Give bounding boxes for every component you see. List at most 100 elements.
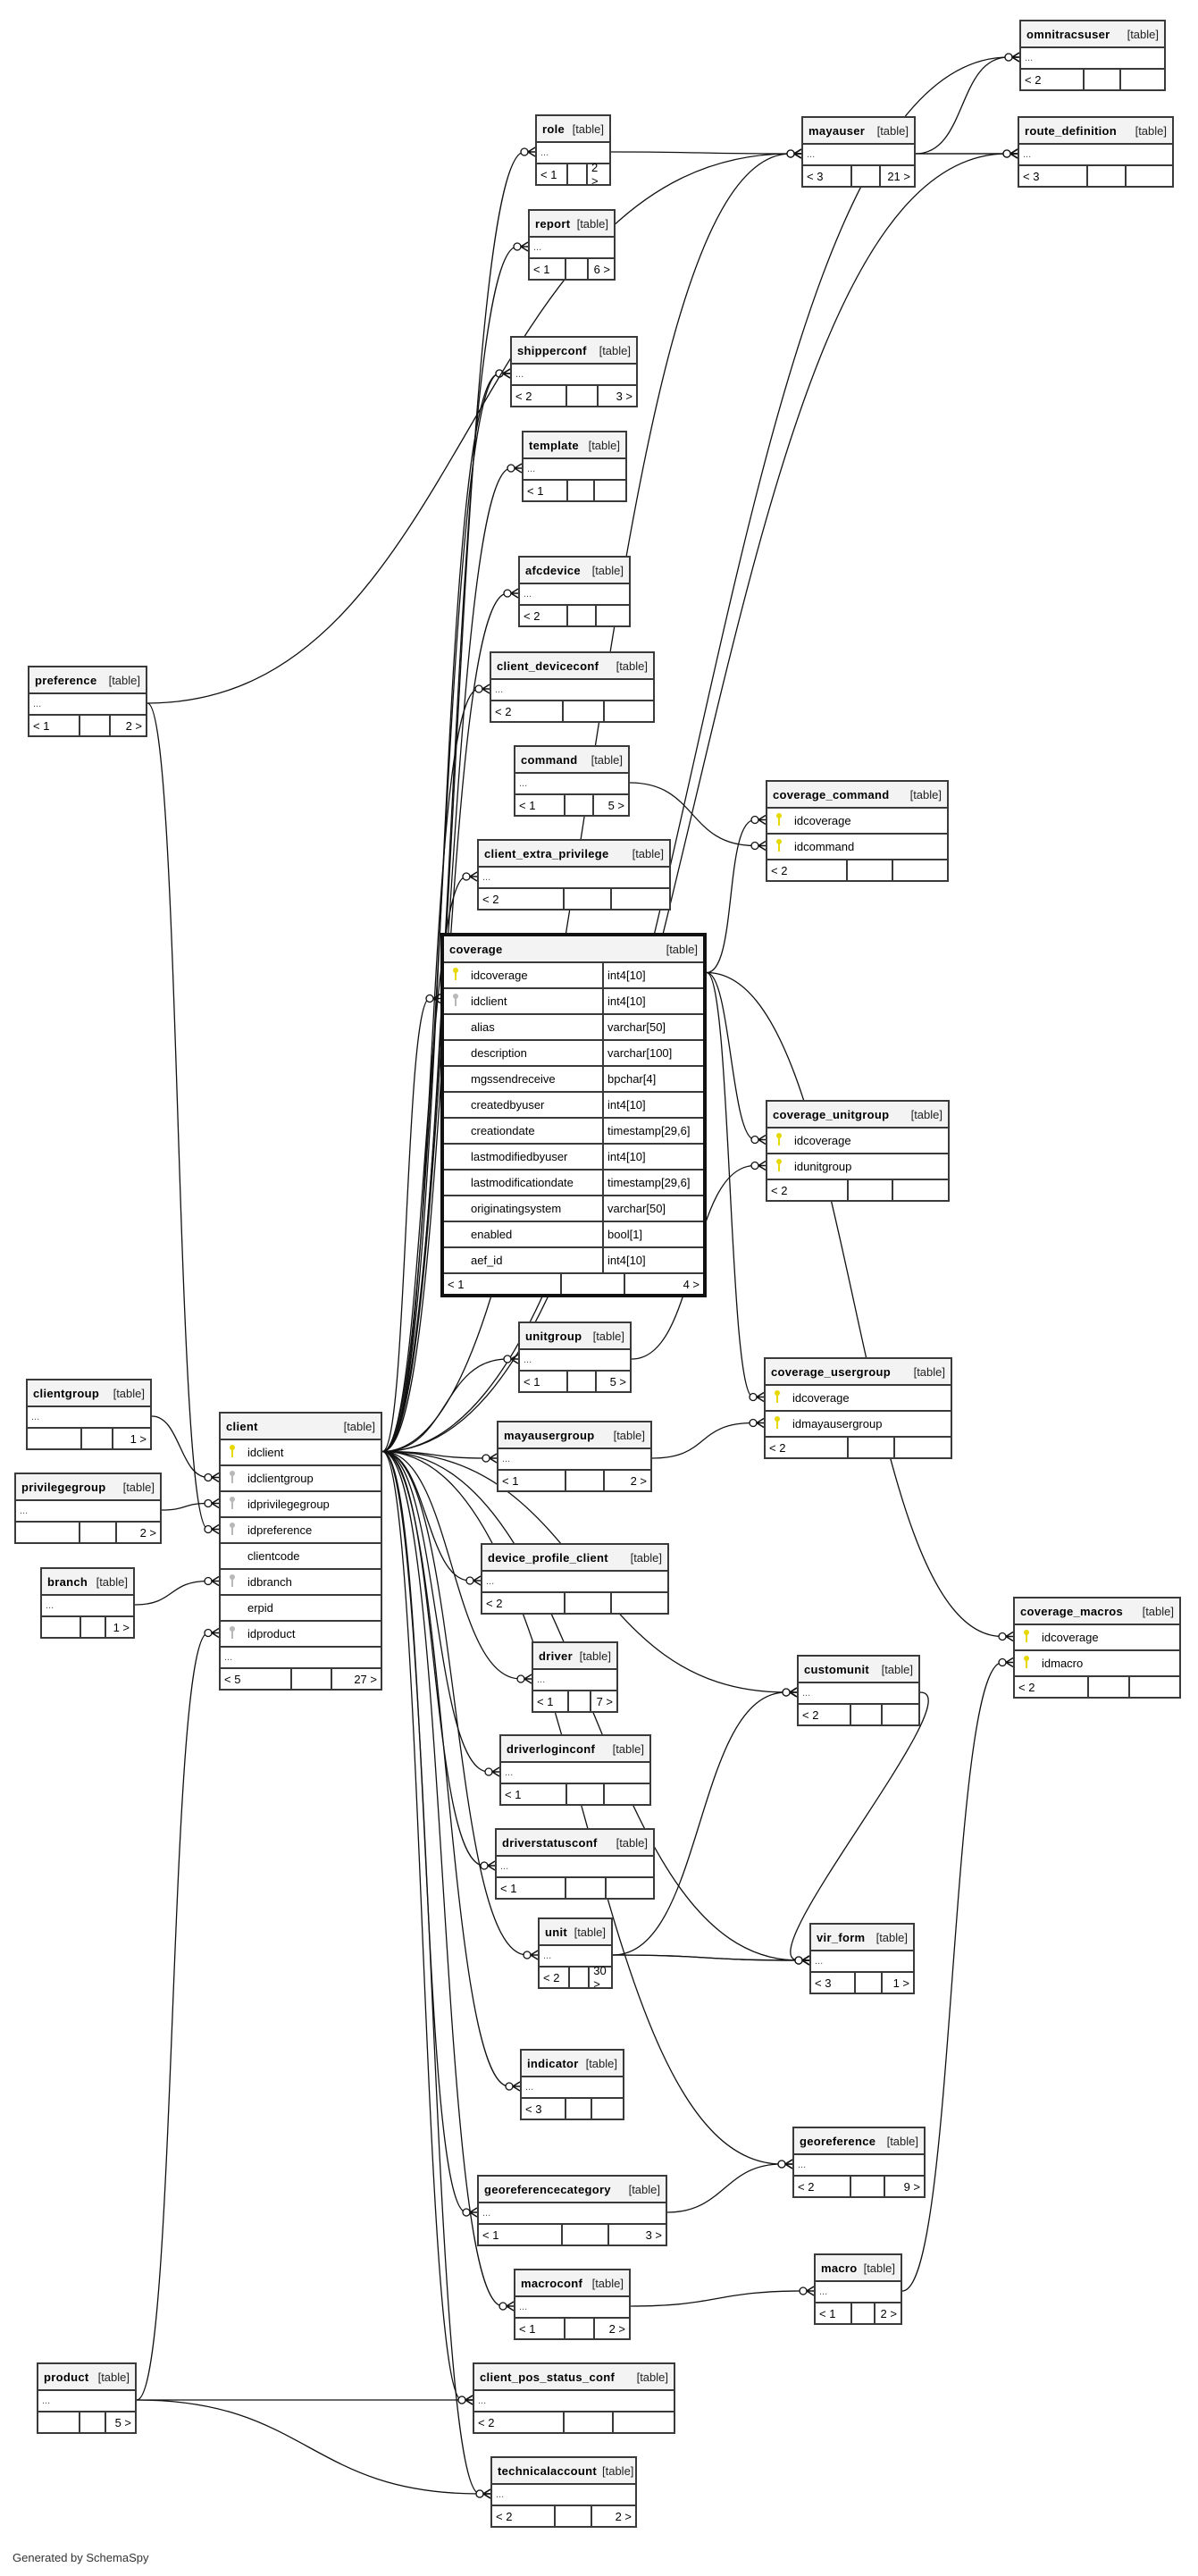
table-device-profile-client[interactable]: device_profile_client[table]...< 2 (481, 1543, 669, 1615)
parents-link[interactable]: < 3 (807, 169, 824, 183)
table-header[interactable]: driverstatusconf[table] (497, 1830, 653, 1857)
children-link[interactable]: 2 > (114, 1523, 160, 1542)
table-header[interactable]: unit[table] (540, 1919, 611, 1946)
table-name[interactable]: clientgroup (33, 1386, 100, 1400)
parents-link[interactable]: < 1 (527, 483, 544, 498)
table-name[interactable]: macro (821, 2261, 858, 2275)
parents-link[interactable]: < 1 (505, 1787, 522, 1801)
parents-link[interactable]: < 1 (537, 1694, 554, 1708)
table-name[interactable]: report (535, 216, 571, 231)
children-link[interactable]: 2 > (873, 2303, 901, 2323)
children-link[interactable] (880, 1705, 918, 1724)
table-name[interactable]: product (44, 2370, 89, 2384)
children-link[interactable] (593, 481, 625, 500)
table-name[interactable]: mayausergroup (504, 1428, 595, 1442)
table-name[interactable]: driverloginconf (507, 1741, 596, 1756)
parents-link[interactable] (28, 1429, 80, 1448)
table-client-extra-privilege[interactable]: client_extra_privilege[table]...< 2 (477, 839, 671, 910)
column-row[interactable]: idunitgroup (767, 1154, 948, 1180)
table-header[interactable]: template[table] (524, 432, 625, 459)
column-row[interactable]: idcommand (767, 835, 947, 860)
table-header[interactable]: driver[table] (533, 1643, 616, 1670)
table-header[interactable]: coverage_unitgroup[table] (767, 1102, 948, 1129)
parents-link[interactable]: < 1 (519, 2321, 536, 2336)
table-header[interactable]: client[table] (221, 1414, 381, 1440)
children-link[interactable] (603, 1784, 649, 1804)
table-branch[interactable]: branch[table]...1 > (40, 1567, 135, 1639)
children-link[interactable] (609, 1593, 667, 1613)
table-client-pos-status-conf[interactable]: client_pos_status_conf[table]...< 2 (473, 2362, 675, 2434)
table-driverloginconf[interactable]: driverloginconf[table]...< 1 (499, 1734, 651, 1806)
table-name[interactable]: omnitracsuser (1026, 27, 1110, 41)
children-link[interactable]: 2 > (591, 2506, 635, 2526)
table-name[interactable]: technicalaccount (498, 2463, 597, 2478)
children-link[interactable]: 1 > (104, 1617, 133, 1637)
parents-link[interactable]: < 1 (448, 1277, 465, 1291)
children-link[interactable]: 2 > (585, 161, 609, 188)
children-link[interactable]: 27 > (331, 1669, 381, 1689)
table-header[interactable]: device_profile_client[table] (482, 1545, 667, 1572)
table-name[interactable]: vir_form (817, 1930, 866, 1944)
table-header[interactable]: vir_form[table] (811, 1925, 913, 1951)
children-link[interactable] (1124, 166, 1172, 186)
table-header[interactable]: command[table] (515, 747, 628, 774)
table-header[interactable]: branch[table] (42, 1569, 133, 1596)
parents-link[interactable]: < 2 (524, 608, 540, 623)
parents-link[interactable]: < 2 (769, 1440, 786, 1455)
column-row[interactable]: erpid (221, 1596, 381, 1622)
table-name[interactable]: unit (545, 1925, 568, 1939)
table-name[interactable]: command (521, 752, 578, 767)
table-customunit[interactable]: customunit[table]...< 2 (797, 1655, 920, 1726)
column-row[interactable]: idproduct (221, 1622, 381, 1648)
table-name[interactable]: client_pos_status_conf (480, 2370, 616, 2384)
table-header[interactable]: route_definition[table] (1019, 118, 1172, 145)
table-header[interactable]: mayauser[table] (803, 118, 914, 145)
table-header[interactable]: indicator[table] (522, 2051, 623, 2077)
children-link[interactable]: 2 > (603, 1471, 650, 1490)
table-name[interactable]: client (226, 1419, 258, 1433)
table-privilegegroup[interactable]: privilegegroup[table]...2 > (14, 1473, 162, 1544)
table-driverstatusconf[interactable]: driverstatusconf[table]...< 1 (495, 1828, 655, 1900)
table-name[interactable]: driverstatusconf (502, 1835, 598, 1850)
table-header[interactable]: client_extra_privilege[table] (479, 841, 669, 868)
children-link[interactable]: 2 > (109, 716, 146, 735)
children-link[interactable] (591, 2099, 623, 2119)
table-name[interactable]: preference (35, 673, 97, 687)
column-row[interactable]: clientcode (221, 1544, 381, 1570)
table-header[interactable]: coverage_command[table] (767, 782, 947, 809)
table-name[interactable]: driver (539, 1649, 573, 1663)
table-header[interactable]: role[table] (537, 116, 609, 143)
column-row[interactable]: idcoverage (1015, 1625, 1179, 1651)
parents-link[interactable] (42, 1617, 80, 1637)
children-link[interactable]: 4 > (623, 1274, 703, 1294)
children-link[interactable]: 5 > (104, 2412, 135, 2432)
table-template[interactable]: template[table]...< 1 (522, 431, 627, 502)
table-name[interactable]: georeference (800, 2134, 876, 2148)
parents-link[interactable]: < 3 (1023, 169, 1040, 183)
parents-link[interactable]: < 2 (802, 1708, 819, 1722)
table-header[interactable]: driverloginconf[table] (501, 1736, 649, 1763)
parents-link[interactable]: < 5 (224, 1672, 241, 1686)
column-row[interactable]: idmayausergroup (766, 1412, 951, 1438)
parents-link[interactable]: < 1 (482, 2228, 499, 2242)
children-link[interactable] (604, 1878, 653, 1898)
children-link[interactable] (892, 1438, 951, 1457)
